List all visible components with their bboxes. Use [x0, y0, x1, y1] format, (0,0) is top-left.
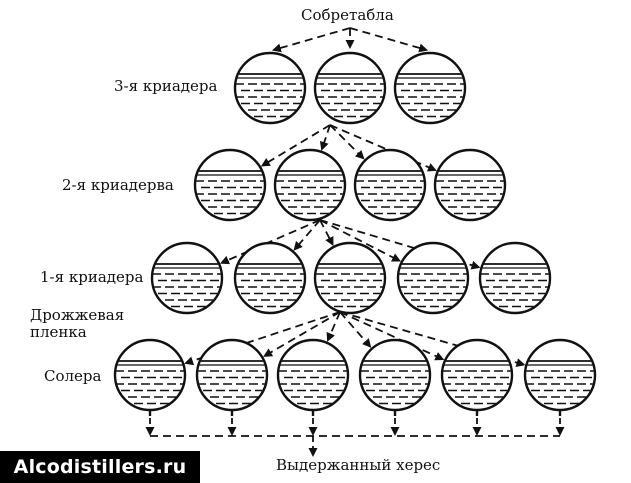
row1-barrel [233, 241, 307, 315]
row2-barrel [273, 148, 347, 222]
feed-arrow [271, 27, 351, 53]
solera-barrel [113, 338, 187, 412]
transfer-arrow [339, 311, 445, 361]
solera-barrel [276, 338, 350, 412]
barrel-outline [523, 338, 597, 412]
barrel-outline [233, 51, 307, 125]
sobretabla-label: Собретабла [301, 6, 394, 24]
solera-barrel [195, 338, 269, 412]
barrel-outline [150, 241, 224, 315]
transfer-arrow [329, 124, 365, 160]
aged-sherry-label: Выдержанный херес [276, 456, 441, 474]
solera-barrel [440, 338, 514, 412]
transfer-arrow [319, 219, 401, 262]
barrel-outline [433, 148, 507, 222]
row2-barrel [193, 148, 267, 222]
solera-barrel [358, 338, 432, 412]
transfer-arrow [326, 311, 341, 342]
row2-barrel [353, 148, 427, 222]
transfer-arrow [293, 219, 321, 251]
yeast-film-label: Дрожжевая пленка [30, 306, 125, 341]
barrel-outline [396, 241, 470, 315]
row1-barrel [396, 241, 470, 315]
first-criadera-label: 1-я криадера [40, 268, 144, 286]
row2-barrel [433, 148, 507, 222]
barrel-outline [393, 51, 467, 125]
second-criadera-label: 2-я криадерва [62, 176, 174, 194]
barrel-outline [313, 241, 387, 315]
barrel-outline [113, 338, 187, 412]
transfer-arrow [339, 311, 372, 348]
transfer-arrow [319, 219, 334, 247]
barrel-outline [195, 338, 269, 412]
barrel-outline [273, 148, 347, 222]
barrel-outline [313, 51, 387, 125]
row1-barrel [478, 241, 552, 315]
row3-barrel [233, 51, 307, 125]
site-watermark: Alcodistillers.ru [0, 451, 200, 483]
barrel-outline [478, 241, 552, 315]
row3-barrel [313, 51, 387, 125]
solera-barrel [523, 338, 597, 412]
barrel-outline [233, 241, 307, 315]
solera-label: Солера [44, 367, 102, 385]
transfer-arrow [260, 124, 331, 167]
row3-barrel [393, 51, 467, 125]
transfer-arrow [219, 219, 321, 265]
barrel-outline [353, 148, 427, 222]
barrel-outline [276, 338, 350, 412]
barrel-outline [440, 338, 514, 412]
barrel-outline [193, 148, 267, 222]
row1-barrel [313, 241, 387, 315]
feed-arrow [349, 27, 429, 53]
third-criadera-label: 3-я криадера [114, 77, 218, 95]
transfer-arrow [263, 311, 341, 357]
barrel-outline [358, 338, 432, 412]
row1-barrel [150, 241, 224, 315]
transfer-arrow [319, 124, 331, 151]
